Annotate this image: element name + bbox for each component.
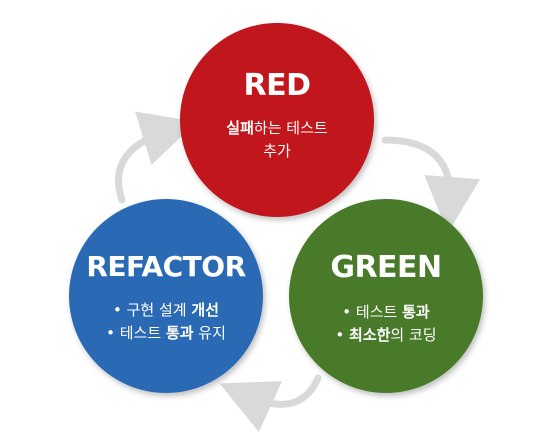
refactor-item2-plain: • 테스트 (106, 324, 166, 342)
refactor-text-block: REFACTOR • 구현 설계 개선 • 테스트 통과 유지 (71, 250, 261, 345)
green-item2: • 최소한의 코딩 (296, 324, 476, 347)
red-line2: 추가 (263, 142, 291, 160)
arrow-green-to-refactor (219, 374, 322, 433)
green-text-block: GREEN • 테스트 통과 • 최소한의 코딩 (296, 250, 476, 347)
green-item1-bold: 통과 (402, 303, 430, 321)
red-line1-rest: 하는 테스트 (253, 119, 328, 137)
refactor-item2: • 테스트 통과 유지 (71, 322, 261, 345)
green-item2-bullet: • (335, 326, 350, 344)
red-line1: 실패하는 테스트 (187, 117, 367, 140)
refactor-item1-plain: • 구현 설계 (113, 301, 192, 319)
refactor-item1-bold: 개선 (191, 301, 219, 319)
green-item2-rest: 의 코딩 (390, 326, 437, 344)
refactor-item2-bold: 통과 (165, 324, 194, 342)
refactor-circle (69, 199, 263, 393)
red-circle (180, 23, 374, 217)
red-line1-bold: 실패 (226, 119, 254, 137)
green-item1: • 테스트 통과 (296, 301, 476, 324)
arrow-refactor-to-red (115, 111, 197, 204)
red-title: RED (243, 68, 312, 103)
green-title: GREEN (330, 250, 442, 285)
refactor-title: REFACTOR (86, 250, 246, 283)
green-item2-bold: 최소한 (349, 326, 391, 344)
green-circle (289, 199, 483, 393)
refactor-item1: • 구현 설계 개선 (71, 299, 261, 322)
red-text-block: RED 실패하는 테스트 추가 (187, 68, 367, 163)
refactor-item2-rest: 유지 (193, 324, 226, 342)
arrow-red-to-green (381, 136, 481, 233)
green-item1-plain: • 테스트 (342, 303, 403, 321)
